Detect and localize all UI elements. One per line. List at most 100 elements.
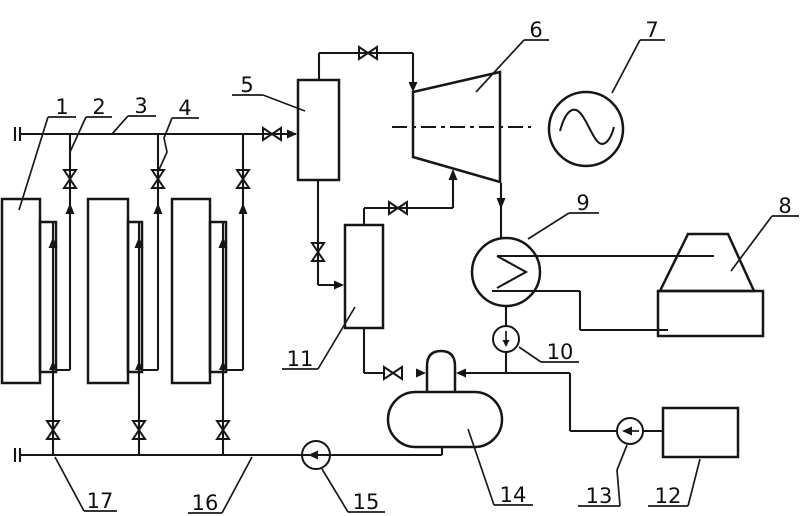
extraction-valve-icon [388,200,408,216]
up-arrow-icon [219,361,227,370]
return-header-pipe [13,447,444,462]
label-8: 8 [778,194,791,218]
steam-drum-5 [296,45,418,290]
outlet-valve-icon [62,169,78,189]
drum-drain-valve-icon [310,242,326,262]
label-3: 3 [134,94,147,118]
vessel-body [86,197,130,385]
steam-outlet-pipe [226,134,245,372]
deaerator-14 [386,349,570,449]
left-arrow-icon [456,368,466,378]
flow-arrow-icon [287,129,297,139]
drum-drain-pipe [316,180,341,287]
leader-12 [648,458,701,507]
drain-valve-icon [215,420,231,440]
label-5: 5 [240,73,253,97]
drain-valve-icon [131,420,147,440]
leader-11 [282,306,356,370]
left-arrow-icon [308,450,318,460]
vessel-body [170,197,212,385]
makeup-water-system [568,373,740,459]
up-arrow-icon [238,203,248,214]
right-arrow-icon [334,280,344,290]
tank-drain-pipe [362,328,384,375]
evaporator-unit-1 [0,134,78,455]
return-line [20,447,444,457]
sine-wave-icon [559,108,615,145]
drain-valve-icon [383,365,403,381]
condensate-pump-10 [492,306,520,373]
leader-10 [518,346,579,363]
leader-16 [188,456,253,514]
extraction-steam-pipe [362,169,458,225]
deaerator-dome [425,349,457,392]
outlet-valve-icon [235,169,251,189]
label-1: 1 [55,95,68,119]
leader-8 [730,215,799,272]
steam-turbine-6 [392,70,531,184]
label-9: 9 [576,191,589,215]
leader-1 [18,116,76,211]
leader-9 [527,212,599,240]
leader-14 [467,428,533,506]
vessel-body [0,197,42,385]
condenser-shell [470,236,542,308]
leader-13 [578,444,628,507]
turbine-casing [411,70,502,184]
makeup-pump-13-circle [616,417,644,445]
down-arrow-icon [496,198,506,209]
riser-channel [208,220,228,374]
generator-circle [547,90,625,168]
leader-3 [111,115,156,135]
callout-labels: 1 2 3 4 5 6 7 8 9 10 11 12 13 14 15 16 1… [55,18,791,515]
evaporator-unit-3 [170,134,251,455]
label-13: 13 [586,484,613,508]
up-arrow-icon [134,237,144,248]
left-arrow-icon [622,426,632,436]
leader-17 [54,456,117,512]
generator-7 [547,90,625,168]
up-arrow-icon [448,169,458,180]
label-4: 4 [178,96,191,120]
right-arrow-icon [416,368,426,378]
tower-shell [657,232,756,293]
tower-basin [656,289,765,338]
extraction-line [362,171,455,225]
drain-valve-icon [45,420,61,440]
label-12: 12 [655,484,682,508]
leader-7 [611,39,665,94]
riser-channel [38,220,58,374]
cooling-water-return-line [492,289,668,332]
pump-circle [492,325,520,353]
leader-4 [157,117,199,173]
steam-outlet-pipe [56,134,72,372]
down-arrow-icon [502,340,510,347]
feedwater-tank [386,390,504,449]
pipe-end-tick [13,127,22,141]
label-15: 15 [353,490,380,514]
pipe-end-tick [13,448,22,462]
feed-pump-15 [301,440,331,470]
up-arrow-icon [48,237,58,248]
leader-6 [475,39,549,93]
pump-circle [301,440,331,470]
label-16: 16 [192,491,219,515]
label-14: 14 [500,483,527,507]
header-valve-icon [262,126,282,142]
leader-5 [232,94,306,112]
label-10: 10 [547,340,574,364]
label-2: 2 [92,95,105,119]
riser-channel [126,220,144,374]
up-arrow-icon [65,203,75,214]
leader-2 [69,116,112,153]
makeup-pipe [568,373,663,433]
makeup-tank-12 [661,406,740,459]
evaporator-unit-2 [86,134,166,455]
tube-bundle-icon [496,255,529,289]
callout-leaders [18,39,799,514]
up-arrow-icon [49,361,57,370]
label-17: 17 [87,489,114,513]
flash-tank-11 [343,223,426,381]
leader-15 [321,468,385,513]
